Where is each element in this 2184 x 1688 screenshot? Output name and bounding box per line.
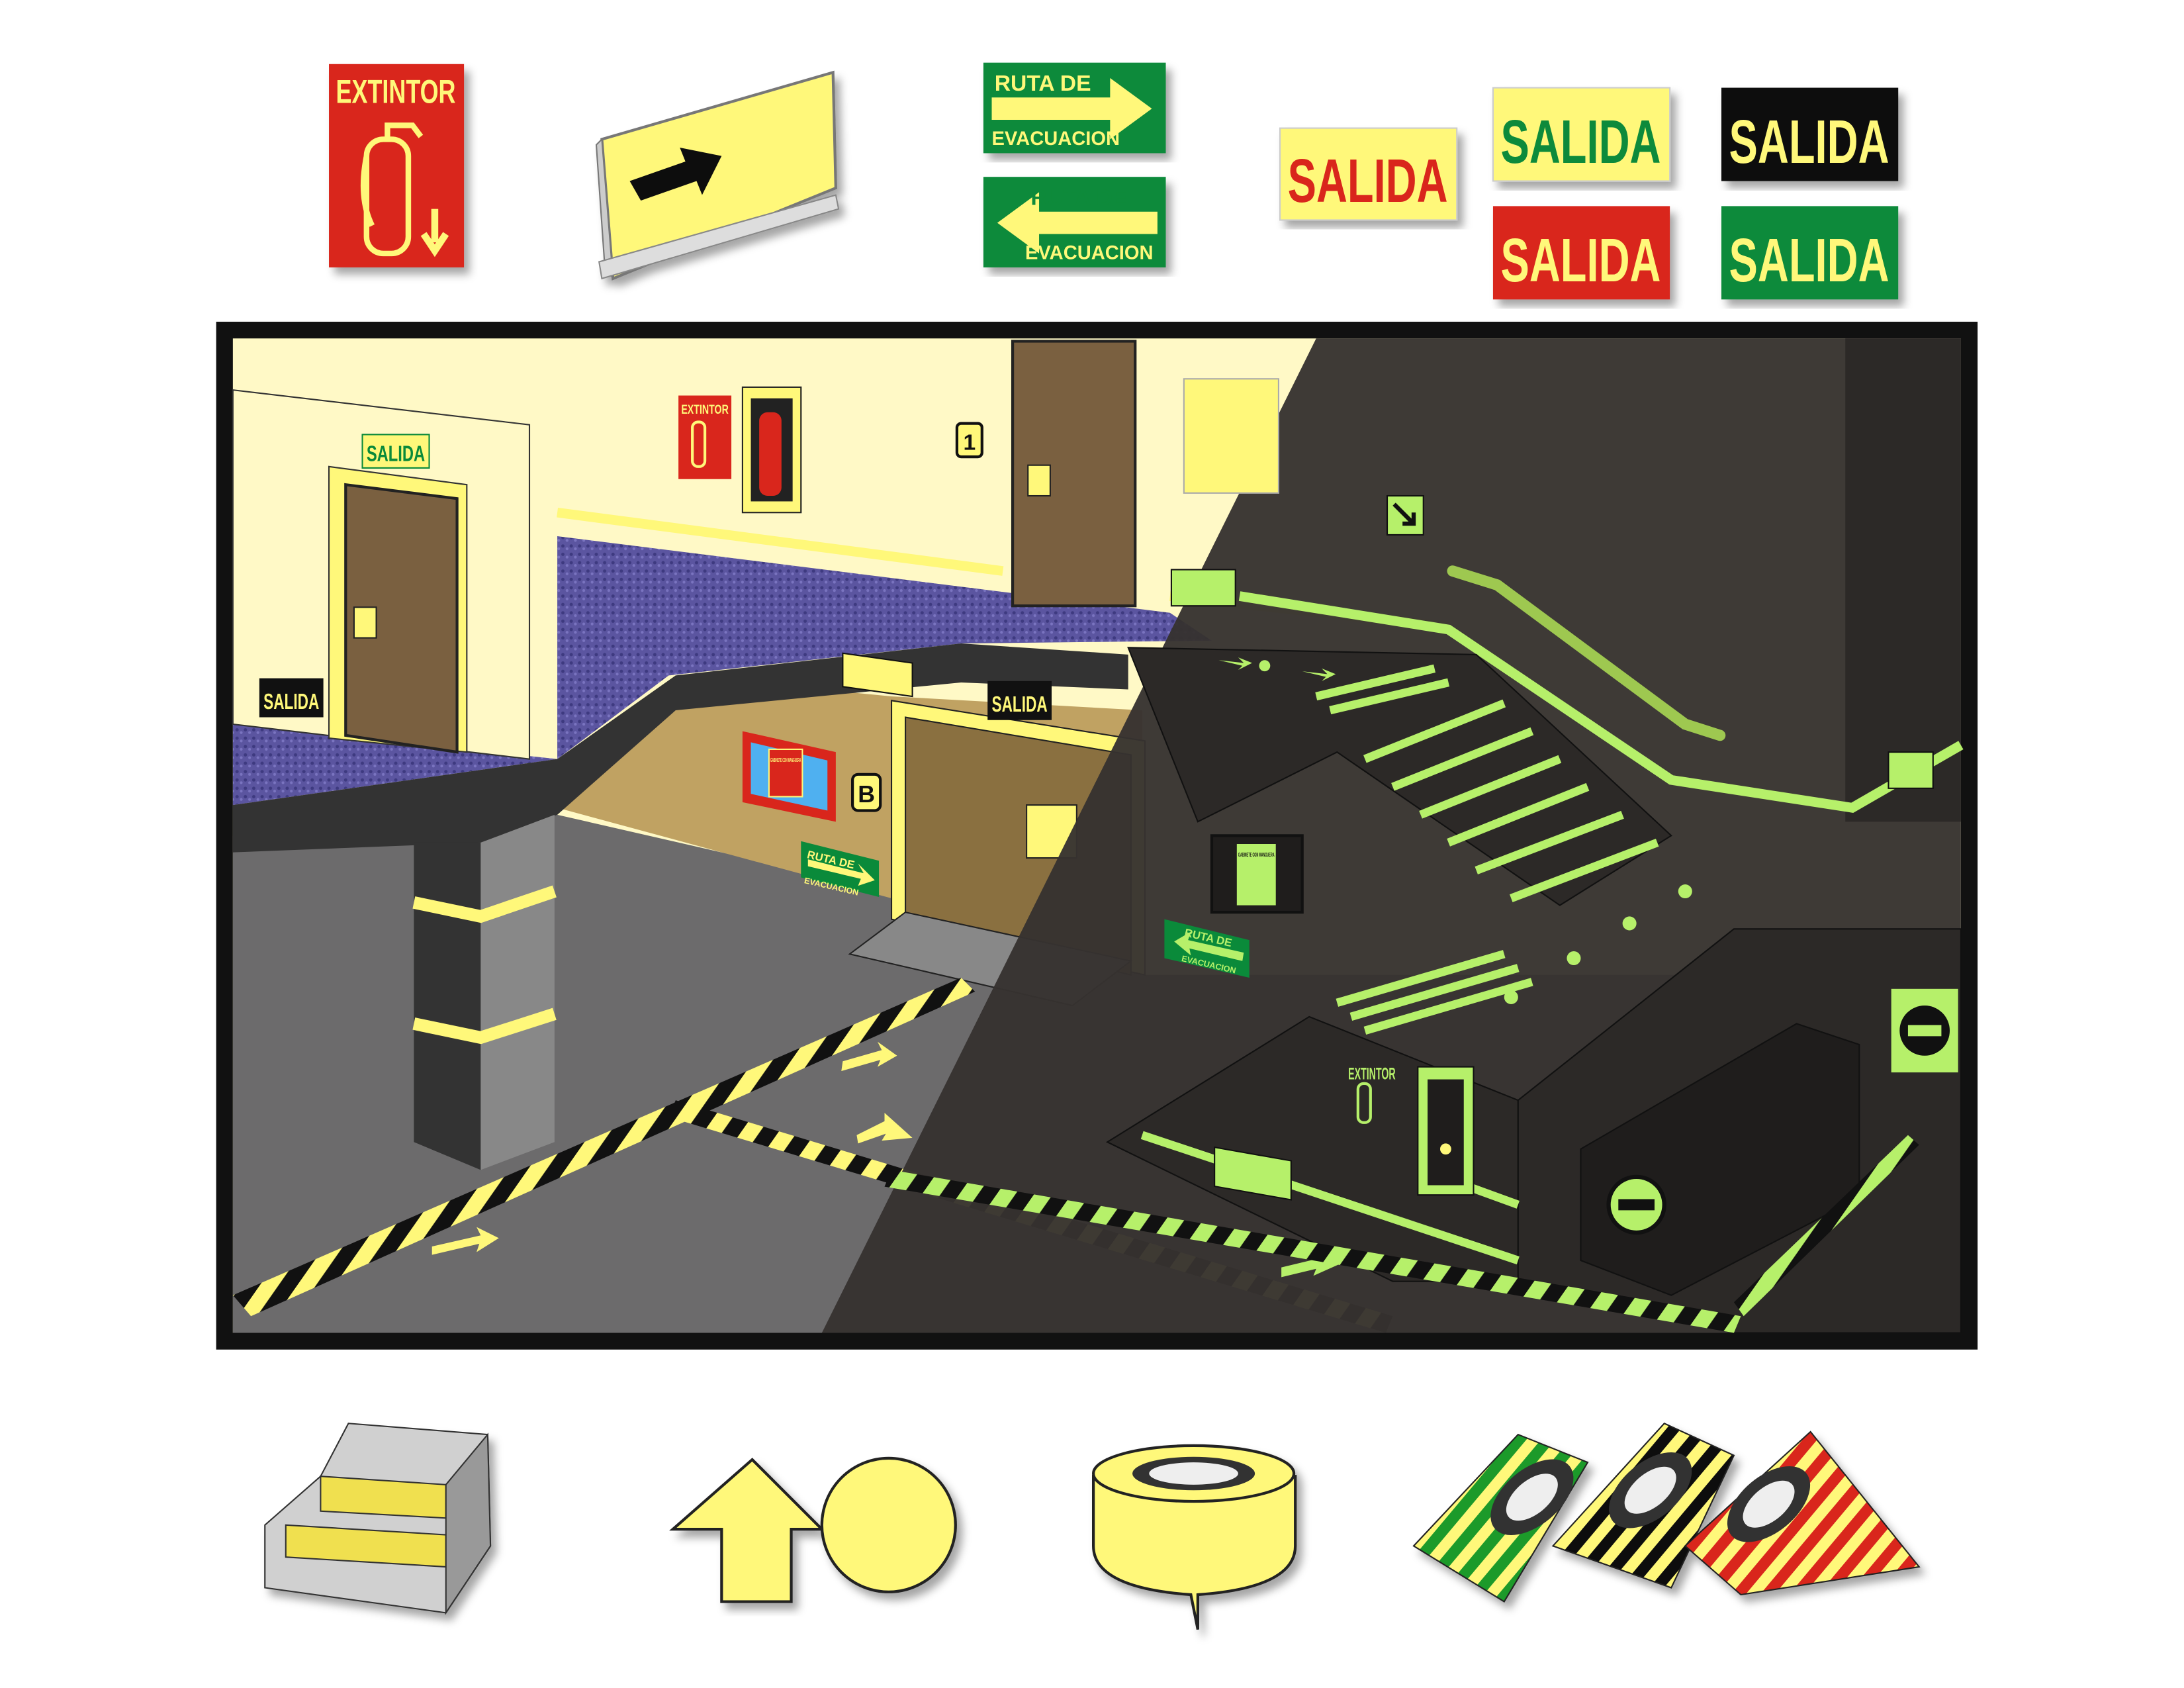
building-scene: SALIDA SALIDA SALIDA EXTINTOR 1 xyxy=(216,322,1978,1350)
fire-extinguisher-icon xyxy=(360,122,424,257)
gabinete-dark-sign: GABINETE CON MANGUERA xyxy=(1210,834,1304,914)
salida-label: SALIDA xyxy=(1729,226,1889,295)
dark-stair-block: EXTINTOR xyxy=(1105,928,1962,1334)
door-upper xyxy=(1011,340,1137,608)
extintor-label: EXTINTOR xyxy=(336,73,456,111)
floor-marker-products xyxy=(669,1456,957,1603)
fire-extinguisher-icon xyxy=(1356,1082,1372,1124)
stair-exit-sign xyxy=(1170,569,1236,607)
arrow-left-icon xyxy=(997,192,1158,254)
floor-glow-markers xyxy=(1218,657,1692,1278)
safety-symbols-chart xyxy=(1183,378,1279,494)
arrow-right-icon xyxy=(807,859,875,886)
elevator-letter-sign: B xyxy=(851,773,882,812)
extintor-wall-sign: EXTINTOR xyxy=(678,386,802,514)
arrow-sign-holder xyxy=(595,70,840,281)
gabinete-label: GABINETE CON MANGUERA xyxy=(770,757,801,763)
salida-door-sign: SALIDA xyxy=(361,434,430,469)
fire-extinguisher-icon xyxy=(691,420,707,468)
arrow-icon xyxy=(629,148,722,201)
photoluminescent-tape-roll xyxy=(1092,1444,1297,1630)
elevator-letter: B xyxy=(858,781,875,808)
antislip-stair-product xyxy=(264,1423,492,1615)
tape-red-yellow xyxy=(1684,1430,1921,1596)
arrow-right-icon xyxy=(991,77,1152,140)
extintor-dark-label: EXTINTOR xyxy=(1348,1065,1396,1084)
salida-elevator-sign: SALIDA xyxy=(987,680,1052,720)
salida-label: SALIDA xyxy=(1288,146,1448,215)
ruta-evacuacion-right-sign: RUTA DE EVACUACION xyxy=(983,62,1166,154)
stair-glow-strips xyxy=(1315,664,1659,1035)
gabinete-label: GABINETE CON MANGUERA xyxy=(1238,851,1275,858)
salida-label: SALIDA xyxy=(1501,226,1661,295)
stair-exit-sign xyxy=(842,652,913,698)
tape-green-yellow xyxy=(1412,1433,1589,1603)
door-left xyxy=(328,465,468,754)
ruta-line2: EVACUACION xyxy=(992,128,1120,150)
hazard-tape-glow xyxy=(884,1170,1741,1333)
fire-extinguisher-icon xyxy=(759,412,782,496)
floor-number-sign: 1 xyxy=(955,422,983,459)
extintor-label: EXTINTOR xyxy=(681,403,729,417)
salida-label: SALIDA xyxy=(992,692,1048,717)
carpet xyxy=(232,536,1212,806)
arrow-down-icon xyxy=(420,209,449,258)
landing-slab xyxy=(232,643,1128,853)
ruta-evacuacion-light-sign: RUTA DE EVACUACION xyxy=(801,841,880,898)
circle-marker-icon xyxy=(820,1456,957,1593)
ruta-line1: RUTA DE xyxy=(995,71,1091,96)
floor-number: 1 xyxy=(963,431,976,455)
salida-label: SALIDA xyxy=(1501,107,1661,176)
dark-area: EXTINTOR GABINETE CON MANGUERA RUTA DE E… xyxy=(821,338,1964,1334)
salida-sign-black: SALIDA xyxy=(1721,87,1899,181)
arrow-left-icon xyxy=(1174,931,1244,961)
hazard-tape-glow xyxy=(1733,1135,1919,1317)
hazard-tape xyxy=(232,977,976,1317)
salida-label: SALIDA xyxy=(367,442,425,466)
arrow-marker-icon xyxy=(669,1458,825,1603)
salida-wall-sign: SALIDA xyxy=(259,678,324,718)
arrow-down-right-icon xyxy=(1392,502,1416,526)
salida-label: SALIDA xyxy=(263,690,319,714)
salida-sign-green: SALIDA xyxy=(1721,206,1899,300)
salida-label: SALIDA xyxy=(1729,107,1889,176)
column xyxy=(414,842,481,1170)
extintor-sign: EXTINTOR xyxy=(329,64,465,267)
handrail xyxy=(1447,565,1726,741)
ruta-evacuacion-dark-sign: RUTA DE EVACUACION xyxy=(1164,919,1250,978)
hazard-tape-rolls xyxy=(1412,1422,1921,1603)
salida-sign-yellow-green: SALIDA xyxy=(1492,87,1671,182)
ruta-evacuacion-left-sign: RUTA DE EVACUACION xyxy=(983,177,1166,267)
floor-arrow-icon xyxy=(432,1041,897,1255)
ruta-line1: RUTA DE xyxy=(1030,185,1127,210)
salida-sign-yellow-red: SALIDA xyxy=(1279,127,1458,221)
scene-interior: SALIDA SALIDA SALIDA EXTINTOR 1 xyxy=(232,338,1964,1334)
ruta-line2: EVACUACION xyxy=(1025,242,1154,263)
gabinete-manguera-sign: GABINETE CON MANGUERA xyxy=(742,731,836,822)
exit-running-man-sign xyxy=(1888,751,1934,789)
salida-sign-red: SALIDA xyxy=(1492,206,1670,300)
